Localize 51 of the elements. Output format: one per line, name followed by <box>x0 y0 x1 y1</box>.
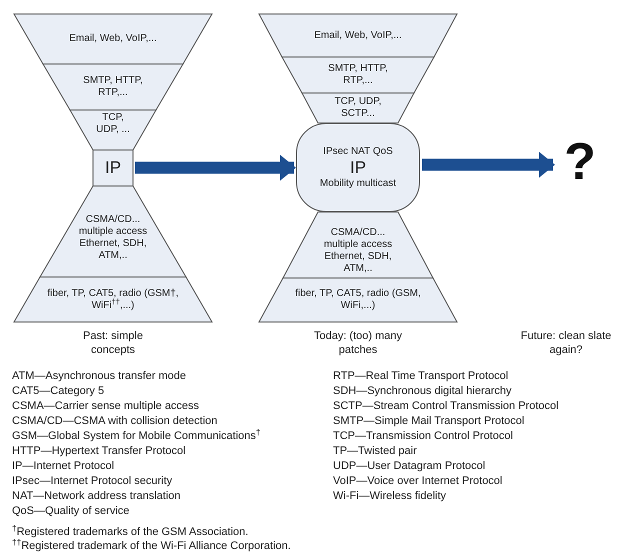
layer-band <box>93 150 133 186</box>
layer-band <box>259 278 457 322</box>
abbreviation-entry: UDP—User Datagram Protocol <box>333 460 486 473</box>
layer-band <box>40 186 186 277</box>
footnote: $^{††}$Registered trademark of the Wi-Fi Alliance Corporation. <box>12 540 291 553</box>
abbreviation-entry: RTP—Real Time Transport Protocol <box>333 370 508 383</box>
layer-band <box>283 212 433 278</box>
layer-label: CSMA/CD... multiple access Ethernet, SDH, ATM,.. <box>322 227 394 275</box>
stage-caption: Past: simple concepts <box>82 329 144 357</box>
abbreviation-entry: Wi-Fi—Wireless fidelity <box>333 490 446 503</box>
layer-label: Mobility multicast <box>320 178 396 190</box>
layer-band <box>302 93 414 123</box>
abbreviation-entry: IP—Internet Protocol <box>12 460 114 473</box>
layer-label: fiber, TP, CAT5, radio (GSM, WiFi,...) <box>294 288 422 312</box>
abbreviation-entry: CSMA/CD—CSMA with collision detection <box>12 415 218 428</box>
abbreviation-entry: SMTP—Simple Mail Transport Protocol <box>333 415 524 428</box>
abbreviation-entry: GSM—Global System for Mobile Communications$^{†}$ <box>12 430 261 443</box>
block-arrow <box>422 152 555 178</box>
abbreviation-entry: NAT—Network address translation <box>12 490 181 503</box>
stage-caption: Future: clean slate again? <box>520 329 612 357</box>
layer-label: IP <box>104 158 122 178</box>
layer-label: fiber, TP, CAT5, radio (GSM†, WiFi$^{††}$,...) <box>46 288 180 312</box>
layer-band <box>43 64 183 110</box>
layer-band <box>14 14 212 64</box>
abbreviation-entry: VoIP—Voice over Internet Protocol <box>333 475 502 488</box>
layer-label: TCP, UDP, SCTP... <box>334 96 382 120</box>
abbreviation-entry: SDH—Synchronous digital hierarchy <box>333 385 512 398</box>
abbreviation-entry: CSMA—Carrier sense multiple access <box>12 400 200 413</box>
abbreviation-entry: ATM—Asynchronous transfer mode <box>12 370 186 383</box>
abbreviation-entry: HTTP—Hypertext Transfer Protocol <box>12 445 186 458</box>
layer-label: IPsec NAT QoS <box>323 146 393 158</box>
layer-band <box>70 110 156 150</box>
layer-label: TCP, UDP, ... <box>95 112 131 136</box>
abbreviation-entry: TP—Twisted pair <box>333 445 417 458</box>
layer-band <box>14 277 212 322</box>
layer-label: Email, Web, VoIP,... <box>314 30 402 42</box>
abbreviation-entry: TCP—Transmission Control Protocol <box>333 430 513 443</box>
abbreviation-entry: QoS—Quality of service <box>12 505 130 518</box>
layer-label: IP <box>350 158 366 178</box>
footnote: $^{†}$Registered trademarks of the GSM Association. <box>12 526 248 539</box>
stage-caption: Today: (too) many patches <box>312 329 404 357</box>
layer-band <box>259 14 457 57</box>
layer-band <box>282 57 434 93</box>
abbreviation-entry: IPsec—Internet Protocol security <box>12 475 172 488</box>
abbreviation-entry: CAT5—Category 5 <box>12 385 104 398</box>
layer-label: SMTP, HTTP, RTP,... <box>327 63 389 87</box>
layer-label: Email, Web, VoIP,... <box>69 33 157 45</box>
layer-label: SMTP, HTTP, RTP,... <box>82 75 144 99</box>
question-text: ? <box>564 134 596 190</box>
abbreviation-entry: SCTP—Stream Control Transmission Protocol <box>333 400 559 413</box>
layer-label: CSMA/CD... multiple access Ethernet, SDH, ATM,.. <box>78 214 148 262</box>
